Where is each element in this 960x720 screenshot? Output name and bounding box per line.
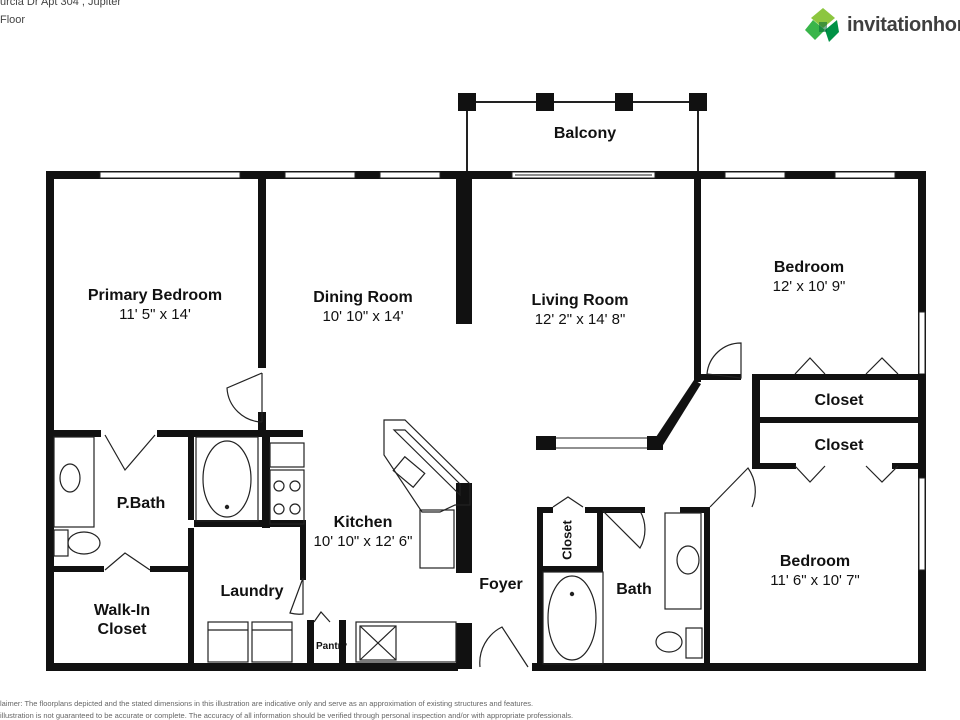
brand-logo: invitationhon [805, 6, 960, 44]
room-dimensions: 12' 2" x 14' 8" [534, 311, 626, 328]
floor-label: Floor [0, 14, 26, 26]
room-name: Foyer [479, 576, 523, 593]
room-closet-1: Closet [815, 391, 864, 410]
disclaimer-line-1: laimer: The floorplans depicted and the … [0, 699, 534, 708]
room-balcony: Balcony [554, 124, 616, 143]
brand-name: invitationhon [847, 13, 960, 36]
room-name: Bath [616, 581, 652, 598]
room-bath: Bath [616, 580, 652, 599]
room-bedroom-1: Bedroom 12' x 10' 9" [773, 258, 846, 296]
room-p-bath: P.Bath [117, 494, 166, 513]
windows [99, 171, 926, 571]
room-kitchen: Kitchen 10' 10" x 12' 6" [314, 513, 413, 551]
room-dimensions: 10' 10" x 14' [322, 308, 404, 325]
room-walk-in-closet: Walk-In Closet [77, 601, 167, 639]
room-dimensions: 11' 5" x 14' [119, 306, 191, 323]
room-name: Primary Bedroom [87, 287, 223, 304]
room-name: Laundry [220, 583, 284, 600]
room-pantry: Pantry [316, 641, 348, 652]
brand-mark-icon [805, 8, 839, 42]
room-name: Balcony [553, 125, 617, 142]
room-name: Closet [814, 437, 864, 454]
room-dining-room: Dining Room 10' 10" x 14' [313, 288, 413, 326]
fixtures [53, 419, 703, 665]
balcony-railing [466, 101, 699, 172]
room-dimensions: 12' x 10' 9" [772, 278, 846, 295]
room-name: Bedroom [779, 553, 851, 570]
room-dimensions: 10' 10" x 12' 6" [313, 533, 413, 550]
room-closet-3: Closet [559, 520, 575, 560]
room-laundry: Laundry [220, 582, 283, 601]
room-name: Dining Room [313, 289, 413, 306]
property-address: urcia Dr Apt 304 , Jupiter [0, 0, 122, 8]
doors [104, 342, 899, 668]
room-name: Closet [814, 392, 864, 409]
room-name: Kitchen [333, 514, 393, 531]
room-living-room: Living Room 12' 2" x 14' 8" [532, 291, 629, 329]
room-primary-bedroom: Primary Bedroom 11' 5" x 14' [88, 286, 222, 324]
room-closet-2: Closet [815, 436, 864, 455]
balcony-posts [458, 93, 707, 111]
room-dimensions: 11' 6" x 10' 7" [770, 572, 860, 589]
room-name: Walk-In Closet [93, 602, 151, 638]
room-foyer: Foyer [479, 575, 523, 594]
room-name: P.Bath [116, 495, 166, 512]
interior-walls [46, 178, 925, 669]
room-name: Living Room [531, 292, 629, 309]
disclaimer-line-2: illustration is not guaranteed to be acc… [0, 711, 574, 720]
room-name: Bedroom [773, 259, 845, 276]
room-bedroom-2: Bedroom 11' 6" x 10' 7" [770, 552, 860, 590]
